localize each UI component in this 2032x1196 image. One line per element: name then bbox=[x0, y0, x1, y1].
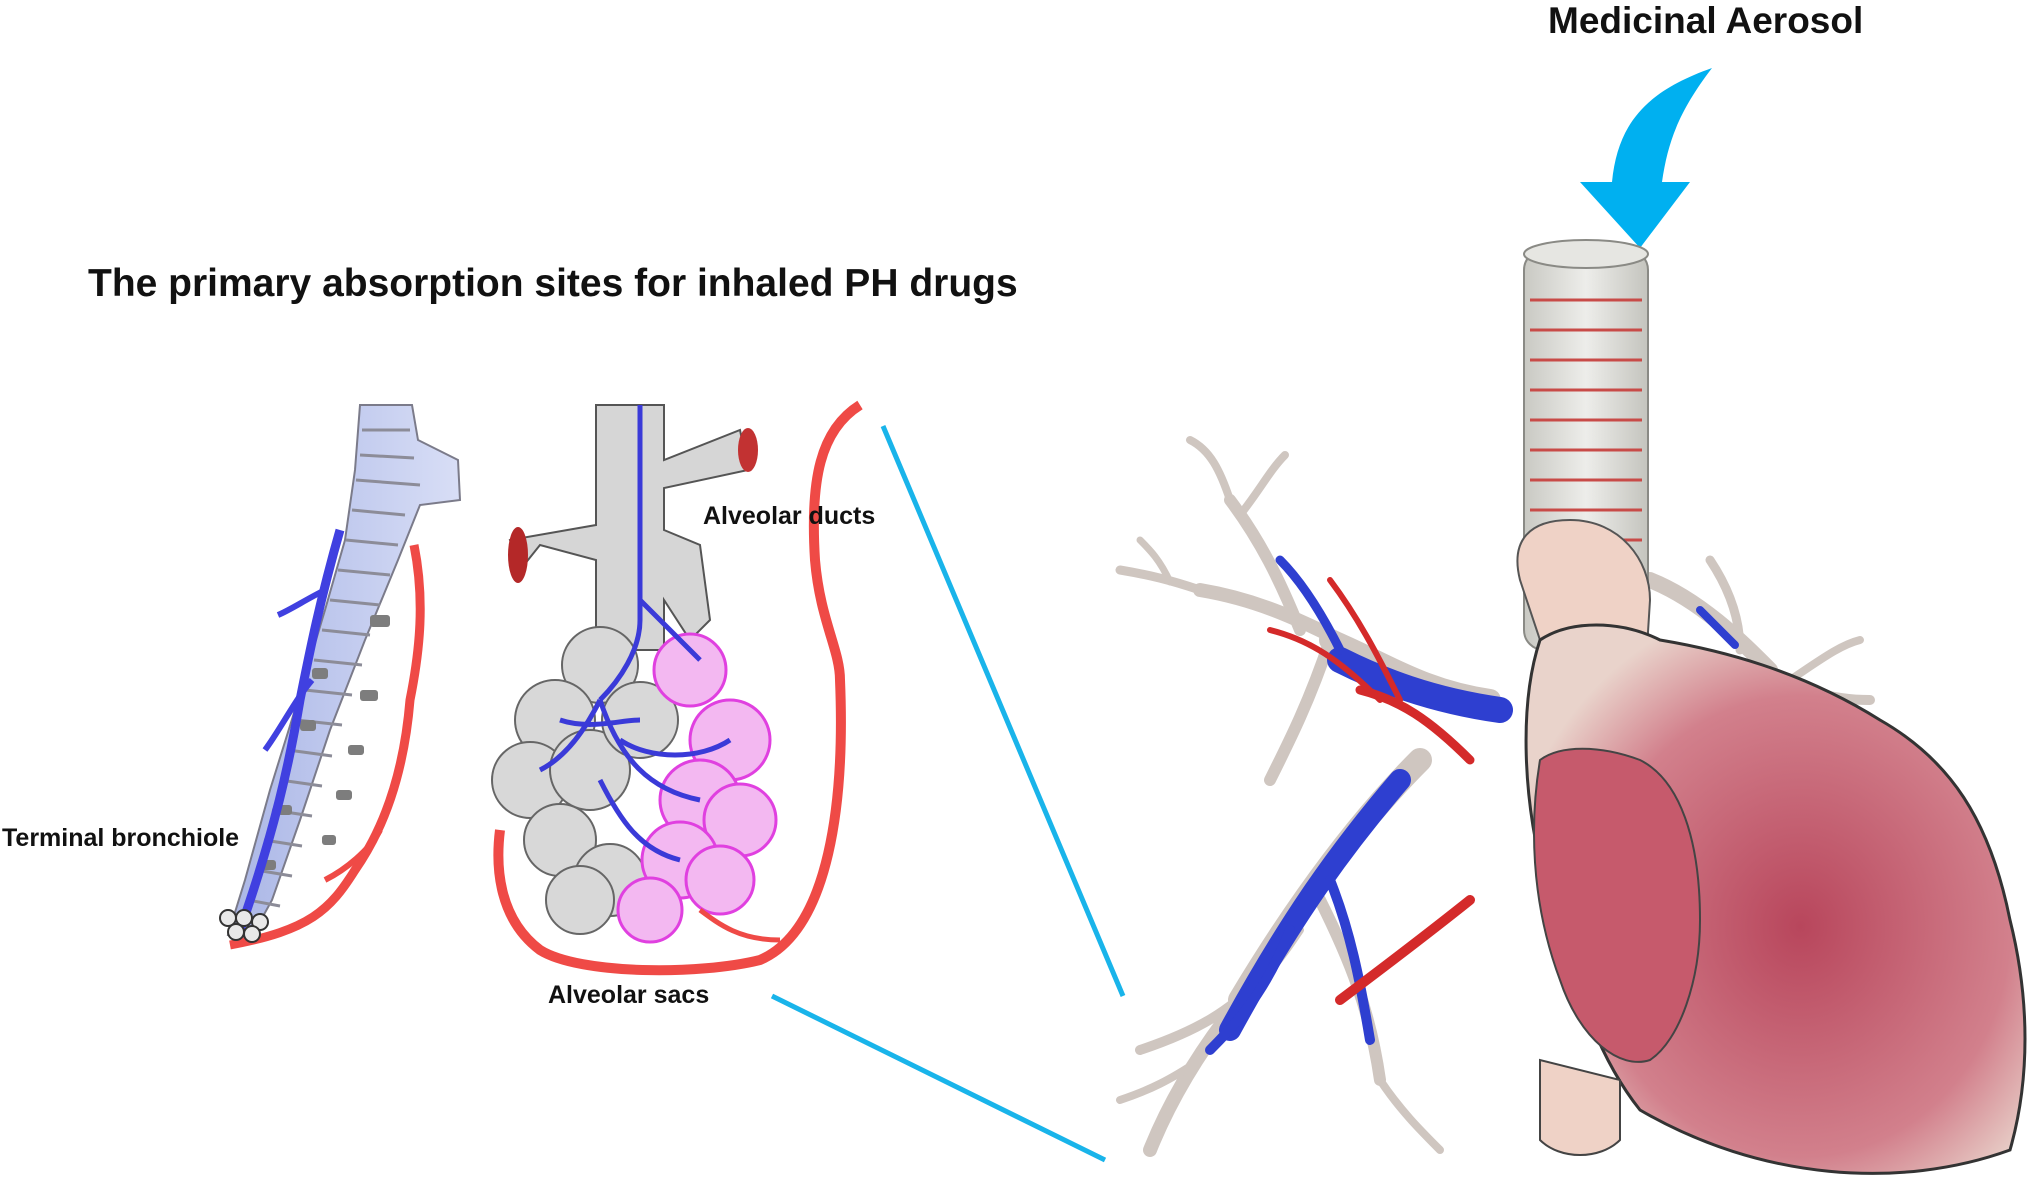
aerosol-arrow-icon bbox=[1580, 68, 1712, 248]
connector-line-upper bbox=[880, 425, 1126, 997]
lungs-and-heart-illustration bbox=[1115, 239, 2027, 1175]
bronchiole-side-stubs bbox=[262, 615, 390, 870]
pulmonary-veins bbox=[1205, 555, 1739, 1055]
bronchiole-vein-branch-1 bbox=[276, 587, 327, 618]
alveolar-artery-branch bbox=[698, 907, 781, 943]
bronchiole-rings bbox=[247, 428, 421, 908]
alveolar-sacs-capillary bbox=[616, 632, 778, 944]
alveolar-artery bbox=[493, 400, 863, 976]
terminal-bronchiole-label: Terminal bronchiole bbox=[2, 824, 240, 852]
alveolar-veins bbox=[538, 405, 732, 863]
alveoli-cluster-small bbox=[219, 909, 269, 943]
duct-opening-left bbox=[508, 527, 528, 583]
bronchiole-artery-branch bbox=[323, 828, 383, 883]
trachea-rings bbox=[1530, 298, 1642, 542]
alveolar-illustration bbox=[485, 400, 863, 976]
right-atrium bbox=[1533, 747, 1702, 1063]
alveolar-sacs-label: Alveolar sacs bbox=[548, 981, 710, 1009]
bronchiole-artery bbox=[229, 544, 425, 950]
duct-opening-right bbox=[738, 428, 758, 472]
bronchiole-vein-branch-2 bbox=[262, 678, 315, 752]
vena-cava bbox=[1539, 1058, 1621, 1156]
medicinal-aerosol-label: Medicinal Aerosol bbox=[1548, 0, 1864, 41]
trachea-top bbox=[1523, 239, 1649, 269]
diagram-title: The primary absorption sites for inhaled… bbox=[88, 262, 1018, 305]
terminal-bronchiole-illustration bbox=[219, 404, 462, 950]
connector-line-lower bbox=[770, 993, 1107, 1163]
alveolar-ducts-label: Alveolar ducts bbox=[703, 502, 876, 530]
